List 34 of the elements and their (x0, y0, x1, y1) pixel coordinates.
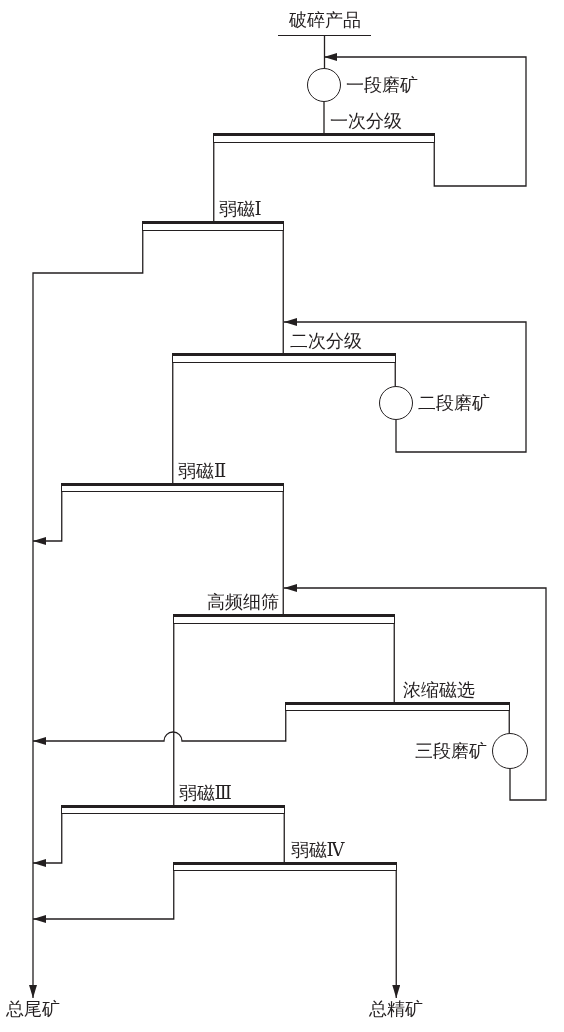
flow-line (394, 362, 396, 387)
flow-line (282, 230, 284, 354)
unit-label: 弱磁Ⅱ (178, 460, 227, 482)
arrow (323, 53, 527, 187)
arrow (32, 813, 63, 867)
product-label: 总精矿 (369, 998, 423, 1020)
unit-label: 三段磨矿 (415, 740, 487, 762)
flow-line (213, 142, 215, 222)
flow-line (173, 623, 175, 806)
arrow (392, 870, 401, 999)
flow-line (393, 623, 395, 703)
flow-line (282, 491, 284, 615)
unit-label: 浓缩磁选 (403, 679, 475, 701)
flow-line (508, 710, 510, 734)
unit-label: 弱磁Ⅳ (290, 839, 345, 861)
unit-label: 二段磨矿 (418, 392, 490, 414)
unit-label: 一段磨矿 (346, 74, 418, 96)
unit-label: 弱磁Ⅲ (178, 782, 232, 804)
unit-label: 一次分级 (329, 110, 402, 132)
flow-line (172, 362, 174, 484)
arrow (283, 584, 547, 801)
flow-line (323, 35, 326, 69)
arrow (32, 710, 287, 745)
arrow (32, 491, 63, 545)
arrow (29, 230, 144, 999)
product-label: 总尾矿 (6, 998, 60, 1020)
flow-line (323, 101, 325, 134)
unit-label: 二次分级 (289, 330, 362, 352)
flow-line (283, 813, 285, 863)
unit-label: 弱磁Ⅰ (218, 198, 262, 220)
unit-label: 高频细筛 (206, 591, 279, 613)
feed-label: 破碎产品 (278, 8, 371, 36)
arrow (283, 318, 527, 453)
arrow (32, 870, 175, 923)
